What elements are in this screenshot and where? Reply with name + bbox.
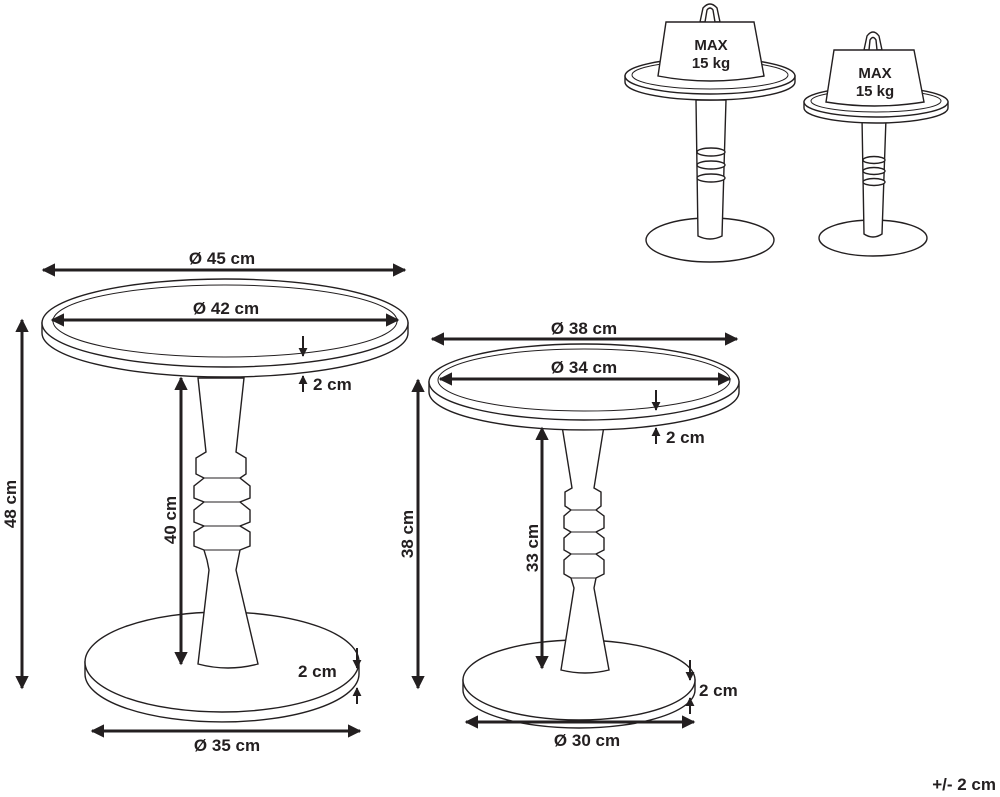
large-table bbox=[41, 278, 409, 723]
small-base-thickness-label: 2 cm bbox=[699, 681, 738, 700]
large-load-max-label: MAX bbox=[694, 37, 727, 54]
small-height-label: 38 cm bbox=[398, 510, 417, 558]
small-table bbox=[428, 343, 740, 729]
large-load-illustration bbox=[624, 3, 796, 263]
large-base-thickness-label: 2 cm bbox=[298, 662, 337, 681]
large-base-diameter-label: Ø 35 cm bbox=[194, 736, 260, 755]
large-height-label: 48 cm bbox=[1, 480, 20, 528]
small-load-max-label: MAX bbox=[858, 65, 891, 82]
small-column-label: 33 cm bbox=[523, 524, 542, 572]
small-top-thickness-label: 2 cm bbox=[666, 428, 705, 447]
small-load-illustration bbox=[803, 31, 949, 257]
small-base-diameter-label: Ø 30 cm bbox=[554, 731, 620, 750]
large-load-weight-label: 15 kg bbox=[692, 55, 730, 72]
large-top-thickness-label: 2 cm bbox=[313, 375, 352, 394]
tolerance-note: +/- 2 cm bbox=[932, 775, 996, 794]
large-column-label: 40 cm bbox=[161, 496, 180, 544]
small-load-weight-label: 15 kg bbox=[856, 83, 894, 100]
large-top-diameter-label: Ø 42 cm bbox=[193, 299, 259, 318]
small-top-diameter-label: Ø 34 cm bbox=[551, 358, 617, 377]
small-outer-diameter-label: Ø 38 cm bbox=[551, 319, 617, 338]
large-outer-diameter-label: Ø 45 cm bbox=[189, 249, 255, 268]
